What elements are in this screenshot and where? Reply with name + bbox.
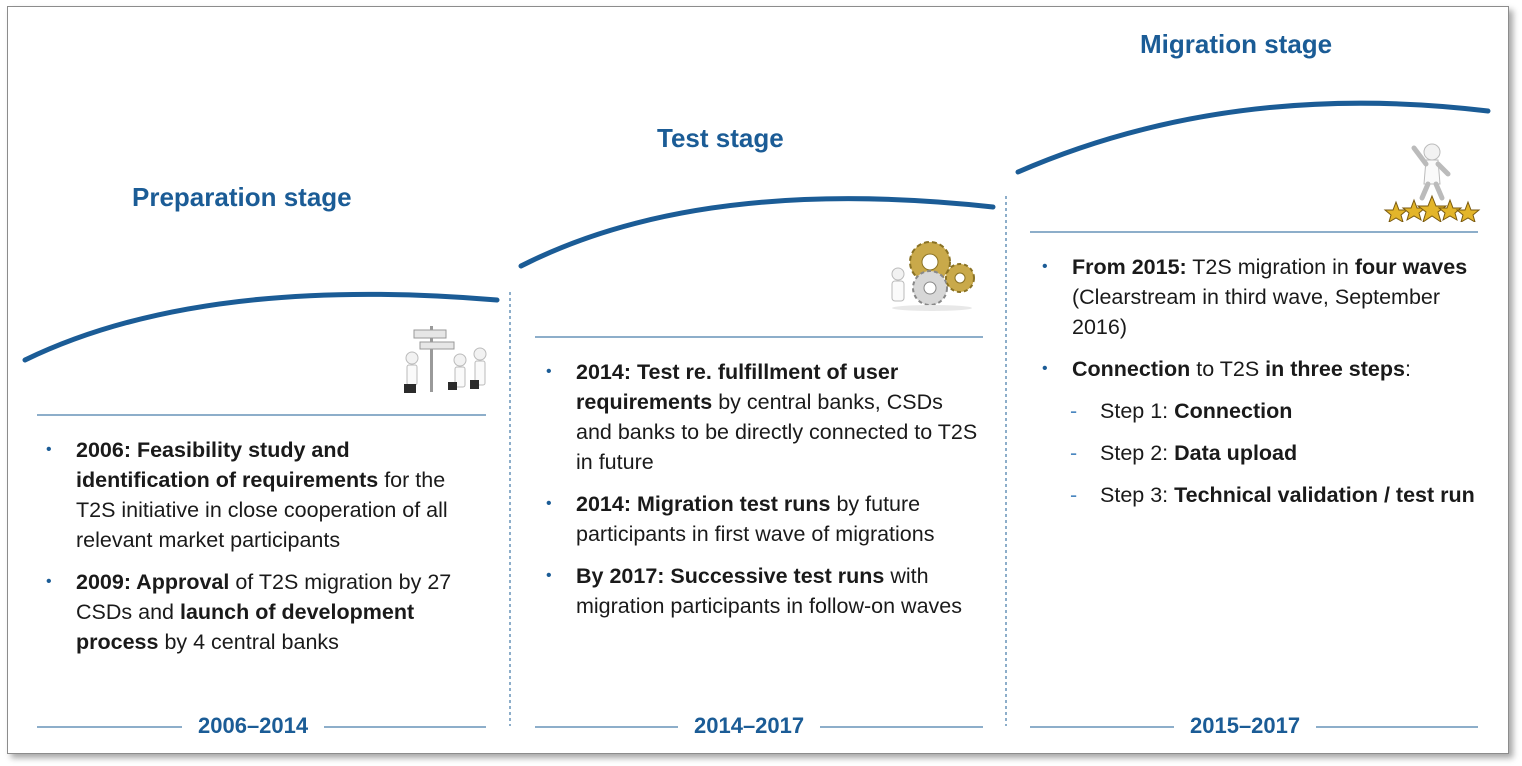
text: T2S migration in [1186,255,1355,279]
bold-text: four waves [1354,255,1468,279]
bold-text: 2014: Migration test runs [576,492,831,516]
text: of T2S migration by 27 CSDs and [76,570,452,624]
migration-stage-title: Migration stage [1140,29,1333,59]
bullet-item: 2014: Test re. fulfillment of user requi… [538,357,983,477]
bold-text: 2009: Approval [76,570,230,594]
bullet-item: 2014: Migration test runs by future part… [538,489,983,549]
bullet-item: Connection to T2S in three steps: [1034,354,1478,384]
bold-text: Connection [1174,399,1293,423]
migration-period: 2015–2017 [1174,713,1317,739]
text: : [1404,357,1411,381]
bold-text: From 2015: [1072,255,1187,279]
migration-bullets: From 2015: T2S migration in four waves (… [1034,252,1478,384]
bold-text: Data upload [1174,441,1298,465]
text: (Clearstream in third wave, September 20… [1072,285,1441,339]
text: with migration participants in follow-on… [576,564,962,618]
gears-icon [891,241,975,311]
text: Step 2: [1100,441,1175,465]
migration-arc [1015,100,1491,175]
test-stage-title: Test stage [657,123,784,153]
text: to T2S [1190,357,1266,381]
bullet-item: By 2017: Successive test runs with migra… [538,561,983,621]
bold-text: 2014: Test re. fulfillment of user requi… [576,360,899,414]
test-bullets: 2014: Test re. fulfillment of user requi… [538,357,983,621]
migration-steps: Step 1: ConnectionStep 2: Data uploadSte… [1034,396,1478,510]
preparation-stage-title: Preparation stage [132,182,352,212]
test-arc [518,196,996,269]
preparation-column: 2006: Feasibility study and identificati… [38,435,483,669]
step-item: Step 3: Technical validation / test run [1034,480,1478,510]
bold-text: Technical validation / test run [1174,483,1475,507]
step-item: Step 1: Connection [1034,396,1478,426]
bullet-item: From 2015: T2S migration in four waves (… [1034,252,1478,342]
text: by future participants in first wave of … [576,492,935,546]
bold-text: launch of development process [76,600,415,654]
text: Step 1: [1100,399,1175,423]
signpost-people-icon [404,326,487,393]
test-column: 2014: Test re. fulfillment of user requi… [538,357,983,633]
text: by central banks, CSDs and banks to be d… [576,390,978,474]
text: Step 3: [1100,483,1175,507]
stars-figure-icon [1383,143,1481,222]
bullet-item: 2009: Approval of T2S migration by 27 CS… [38,567,483,657]
bold-text: Connection [1072,357,1191,381]
preparation-arc [22,291,500,363]
text: for the T2S initiative in close cooperat… [76,468,448,552]
preparation-period: 2006–2014 [182,713,325,739]
migration-column: From 2015: T2S migration in four waves (… [1034,252,1478,522]
text: by 4 central banks [158,630,339,654]
step-item: Step 2: Data upload [1034,438,1478,468]
bold-text: By 2017: Successive test runs [576,564,885,588]
bold-text: in three steps [1265,357,1405,381]
bullet-item: 2006: Feasibility study and identificati… [38,435,483,555]
bold-text: 2006: Feasibility study and identificati… [76,438,379,492]
preparation-bullets: 2006: Feasibility study and identificati… [38,435,483,657]
test-period: 2014–2017 [678,713,821,739]
